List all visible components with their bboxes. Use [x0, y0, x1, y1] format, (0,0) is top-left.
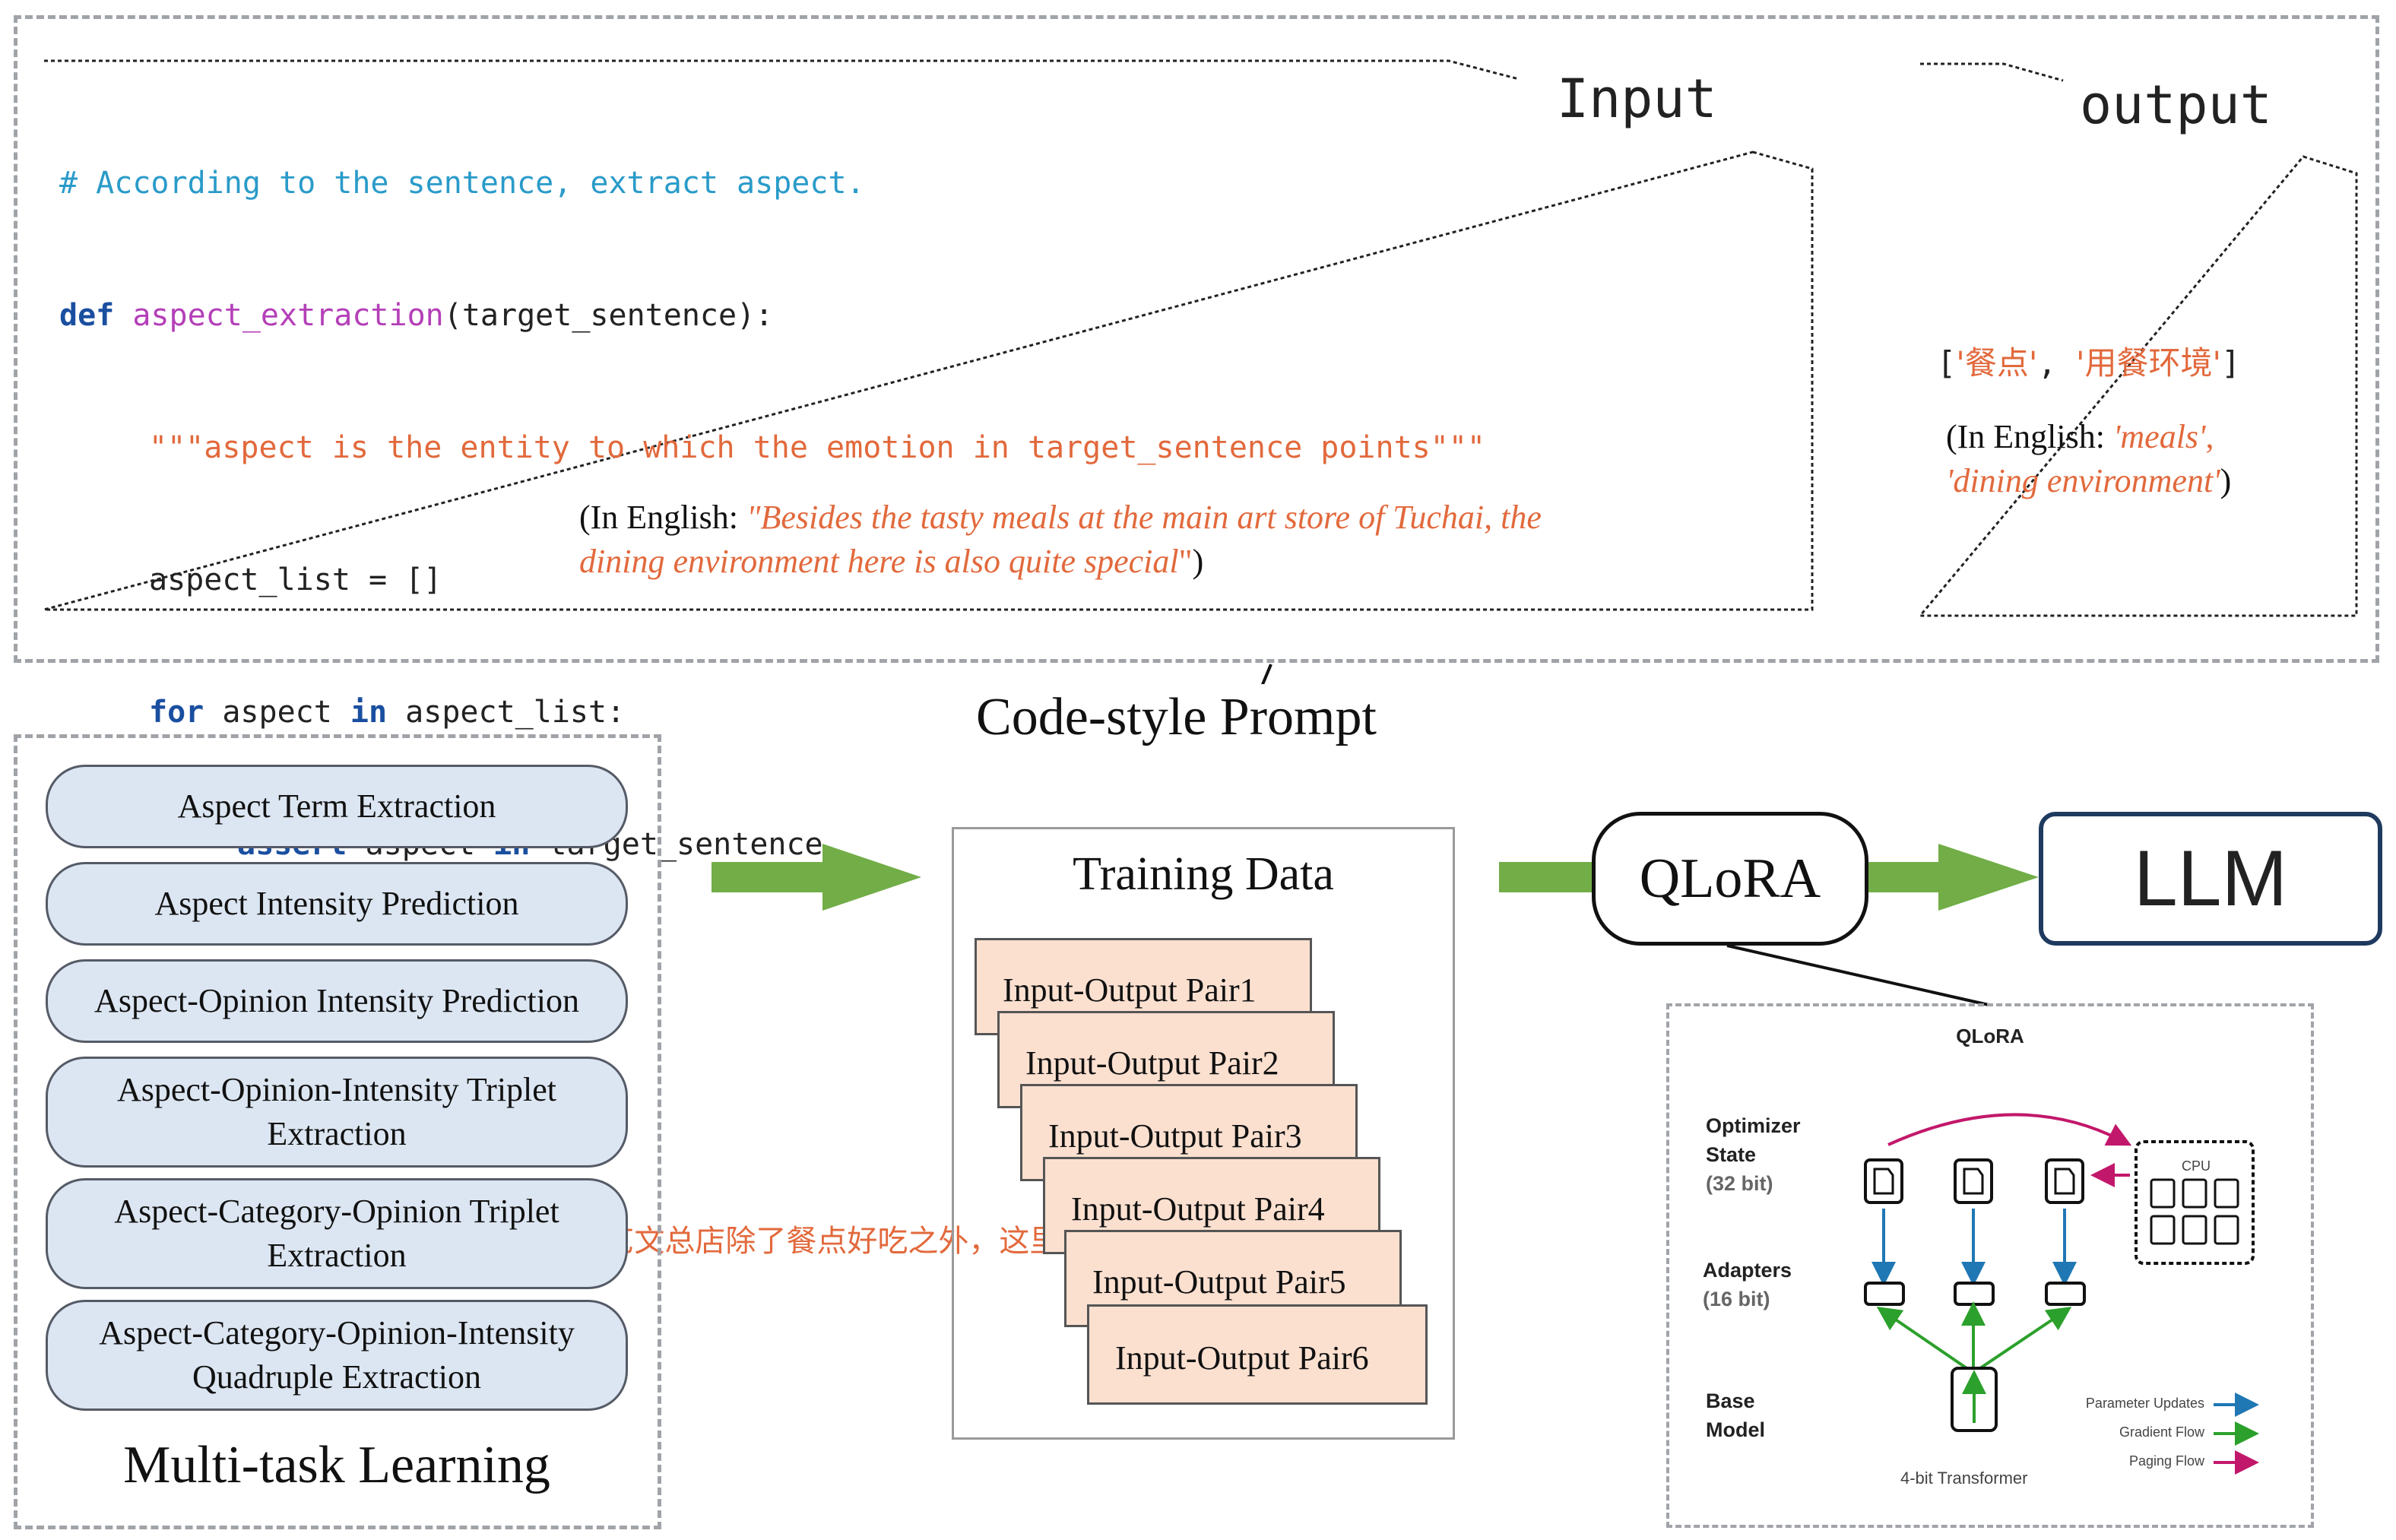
output-translation-item-2: 'dining environment': [1946, 462, 2220, 499]
task-aspect-category-opinion-intensity-quadruple: Aspect-Category-Opinion-Intensity Quadru…: [46, 1300, 628, 1411]
legend-gradient-flow: Gradient Flow: [2119, 1424, 2204, 1440]
adapters-label: Adapters (16 bit): [1703, 1256, 1792, 1313]
output-open: [: [1937, 344, 1957, 382]
base-model-label: Base Model: [1706, 1386, 1765, 1444]
cpu-label: CPU: [2182, 1158, 2211, 1174]
arrow-data-to-qlora: [1499, 862, 1595, 892]
training-pair-6: Input-Output Pair6: [1087, 1304, 1428, 1405]
base-label-line-1: Base: [1706, 1389, 1755, 1412]
optimizer-state-label: Optimizer State (32 bit): [1706, 1111, 1801, 1198]
func-params: (target_sentence):: [443, 298, 774, 333]
def-keyword: def: [59, 298, 115, 333]
output-label: output: [2080, 74, 2272, 136]
translation-prefix: (In English:: [579, 499, 746, 536]
adapter-3: [2045, 1282, 2086, 1306]
multitask-panel: [14, 734, 661, 1529]
cpu-box: [2135, 1140, 2255, 1265]
code-def-line: def aspect_extraction(target_sentence):: [59, 293, 1485, 337]
optimizer-doc-icon-1: [1864, 1158, 1903, 1204]
translation-line-1: (In English: "Besides the tasty meals at…: [579, 496, 1704, 540]
legend-paging-flow: Paging Flow: [2128, 1453, 2204, 1469]
arrow-qlora-to-llm: [1868, 844, 2039, 911]
output-translation-prefix: (In English:: [1946, 418, 2113, 455]
for-keyword: for: [149, 695, 204, 730]
adapter-2: [1954, 1282, 1995, 1306]
output-translation-line-2: 'dining environment'): [1946, 459, 2341, 503]
prompt-label: Code-style Prompt: [976, 688, 1377, 746]
task-aspect-opinion-intensity-prediction: Aspect-Opinion Intensity Prediction: [46, 959, 628, 1043]
qlora-node: QLoRA: [1592, 812, 1868, 946]
base-label-line-2: Model: [1706, 1418, 1765, 1441]
optimizer-label-line-1: Optimizer: [1706, 1114, 1801, 1137]
in-keyword: in: [350, 695, 388, 730]
list-line-text: aspect_list = []: [149, 562, 442, 597]
output-translation-line-1: (In English: 'meals',: [1946, 415, 2341, 459]
output-translation-sep: ,: [2205, 418, 2214, 455]
cpu-page-icons: [2150, 1178, 2239, 1245]
legend-parameter-updates: Parameter Updates: [2085, 1396, 2204, 1411]
qlora-schematic: [1864, 1113, 2259, 1475]
adapters-label-line: Adapters: [1703, 1259, 1792, 1282]
arrow-tasks-to-data: [712, 844, 921, 911]
task-aspect-term-extraction: Aspect Term Extraction: [46, 765, 628, 848]
output-item-1: '餐点': [1956, 344, 2038, 382]
transformer-label: 4-bit Transformer: [1900, 1469, 2028, 1488]
code-for-line: for aspect in aspect_list:: [59, 690, 1485, 734]
optimizer-label-line-2: State: [1706, 1143, 1757, 1166]
input-label: Input: [1557, 68, 1717, 130]
translation-quote-close: ": [1178, 543, 1193, 580]
for-iter: aspect_list:: [387, 695, 626, 730]
output-translation-suffix: ): [2220, 462, 2232, 499]
output-sep: ,: [2037, 344, 2076, 382]
optimizer-bits: (32 bit): [1706, 1172, 1773, 1195]
code-list-line: aspect_list = []: [59, 558, 1485, 602]
output-item-2: '用餐环境': [2075, 344, 2222, 382]
paging-arc: [1887, 1113, 2132, 1146]
task-aspect-opinion-intensity-triplet: Aspect-Opinion-Intensity Triplet Extract…: [46, 1057, 628, 1168]
translation-part-1: "Besides the tasty meals at the main art…: [746, 499, 1542, 536]
code-docstring: """aspect is the entity to which the emo…: [59, 426, 1485, 470]
multitask-title: Multi-task Learning: [123, 1436, 550, 1494]
llm-node: LLM: [2039, 812, 2382, 946]
optimizer-doc-icon-3: [2045, 1158, 2084, 1204]
docstring-text: """aspect is the entity to which the emo…: [149, 430, 1485, 465]
gradient-flow-1: [1876, 1306, 1975, 1374]
training-data-box: [952, 827, 1455, 1440]
gradient-flow-3: [1972, 1307, 2072, 1374]
output-code: ['餐点', '用餐环境']: [1937, 337, 2240, 384]
flow-arrows: [712, 844, 2039, 911]
adapter-1: [1864, 1282, 1905, 1306]
translation-line-2: dining environment here is also quite sp…: [579, 540, 1704, 584]
training-data-title: Training Data: [1073, 848, 1334, 900]
task-aspect-intensity-prediction: Aspect Intensity Prediction: [46, 862, 628, 946]
optimizer-doc-icon-2: [1954, 1158, 1993, 1204]
code-comment: # According to the sentence, extract asp…: [59, 166, 865, 201]
output-close: ]: [2221, 344, 2241, 382]
prompt-panel: [14, 15, 2379, 663]
qlora-detail-title: QLoRA: [1956, 1025, 2024, 1047]
task-aspect-category-opinion-triplet: Aspect-Category-Opinion Triplet Extracti…: [46, 1178, 628, 1289]
translation-suffix: ): [1192, 543, 1204, 580]
translation-part-2: dining environment here is also quite sp…: [579, 543, 1179, 580]
output-translation: (In English: 'meals', 'dining environmen…: [1946, 415, 2341, 503]
output-translation-item-1: 'meals': [2112, 418, 2206, 455]
input-translation: (In English: "Besides the tasty meals at…: [579, 496, 1704, 584]
input-frame: [43, 59, 1814, 611]
panel-frames: [43, 59, 2358, 684]
for-var: aspect: [204, 695, 350, 730]
adapters-bits: (16 bit): [1703, 1288, 1770, 1310]
func-name: aspect_extraction: [132, 298, 444, 333]
output-frame: [1917, 62, 2358, 617]
qlora-detail-panel: [1666, 1003, 2314, 1528]
